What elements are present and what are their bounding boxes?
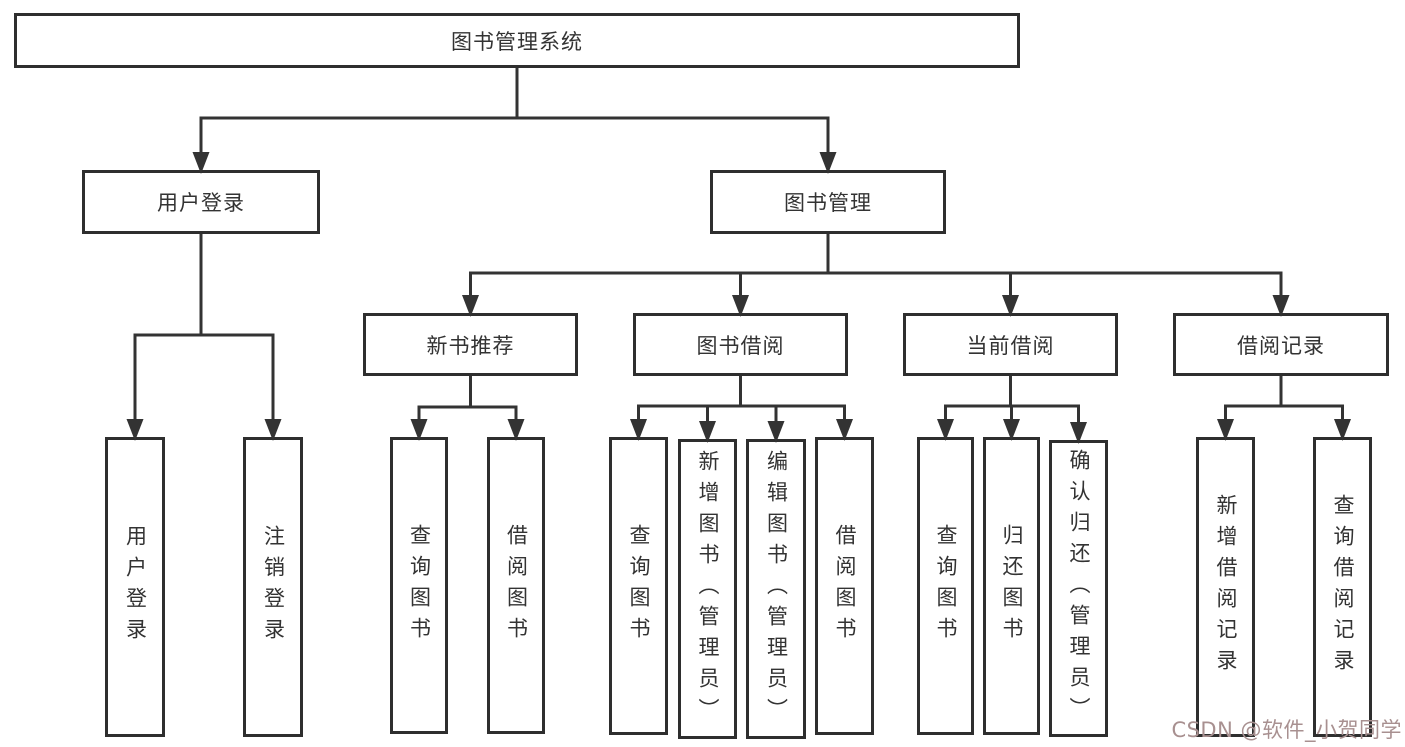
node-query-book-a: 查询图书 <box>390 437 448 734</box>
node-label-borrow-book-b: 借阅图书 <box>833 524 857 648</box>
node-query-book-c: 查询图书 <box>917 437 974 735</box>
node-label-query-book-a: 查询图书 <box>407 523 432 648</box>
node-book-borrow: 图书借阅 <box>633 313 848 376</box>
node-login: 用户登录 <box>105 437 165 737</box>
node-label-query-borrow-record: 查询借阅记录 <box>1331 494 1355 680</box>
node-borrow-book-a: 借阅图书 <box>487 437 545 734</box>
node-edit-book-admin: 编辑图书（管理员） <box>746 439 806 739</box>
node-label-root: 图书管理系统 <box>451 29 583 54</box>
node-label-return-book: 归还图书 <box>1000 524 1024 648</box>
node-label-add-borrow-record: 新增借阅记录 <box>1214 494 1238 680</box>
node-logout: 注销登录 <box>243 437 303 737</box>
node-user-login: 用户登录 <box>82 170 320 234</box>
node-label-add-book-admin: 新增图书（管理员） <box>696 449 720 729</box>
node-current-borrow: 当前借阅 <box>903 313 1118 376</box>
node-return-book: 归还图书 <box>983 437 1040 735</box>
node-label-book-borrow: 图书借阅 <box>696 333 785 358</box>
node-label-edit-book-admin: 编辑图书（管理员） <box>764 449 789 729</box>
node-query-book-b: 查询图书 <box>609 437 668 735</box>
node-root: 图书管理系统 <box>14 13 1020 68</box>
node-add-book-admin: 新增图书（管理员） <box>678 439 737 739</box>
node-new-book-rec: 新书推荐 <box>363 313 578 376</box>
node-borrow-records: 借阅记录 <box>1173 313 1389 376</box>
node-confirm-return-admin: 确认归还（管理员） <box>1049 440 1108 737</box>
node-add-borrow-record: 新增借阅记录 <box>1196 437 1255 737</box>
node-borrow-book-b: 借阅图书 <box>815 437 874 735</box>
watermark: CSDN @软件_小贺同学 <box>1171 718 1402 742</box>
node-label-confirm-return-admin: 确认归还（管理员） <box>1067 449 1091 728</box>
node-label-login: 用户登录 <box>123 525 148 649</box>
node-label-user-login: 用户登录 <box>157 191 245 215</box>
node-label-query-book-b: 查询图书 <box>627 524 651 648</box>
node-label-query-book-c: 查询图书 <box>934 524 958 648</box>
node-label-current-borrow: 当前借阅 <box>966 333 1055 358</box>
node-book-mgmt: 图书管理 <box>710 170 946 234</box>
node-label-book-mgmt: 图书管理 <box>784 191 872 215</box>
node-label-borrow-book-a: 借阅图书 <box>504 523 529 648</box>
node-label-logout: 注销登录 <box>261 525 286 649</box>
node-label-borrow-records: 借阅记录 <box>1237 333 1325 358</box>
node-label-new-book-rec: 新书推荐 <box>426 333 515 358</box>
node-query-borrow-record: 查询借阅记录 <box>1313 437 1372 737</box>
